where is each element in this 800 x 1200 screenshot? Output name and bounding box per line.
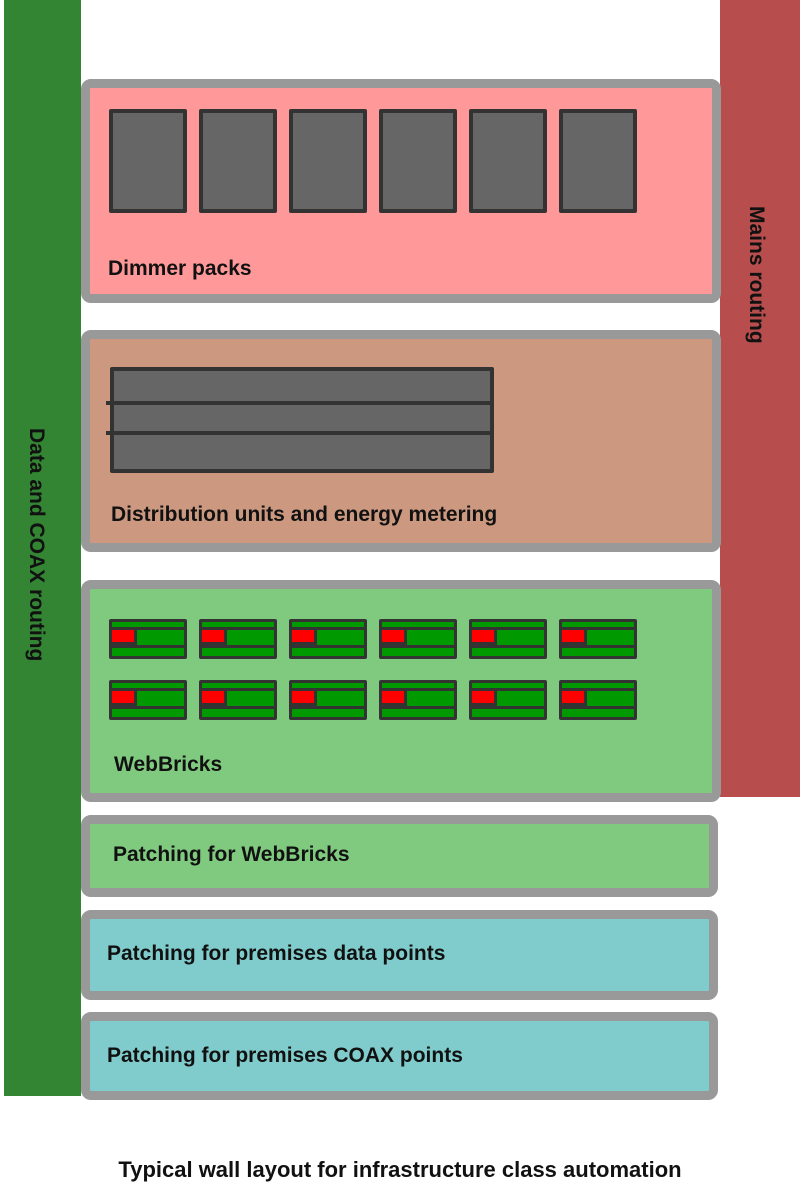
webbrick xyxy=(559,619,637,659)
webbrick xyxy=(469,619,547,659)
distribution-unit-divider xyxy=(106,431,494,435)
webbrick-top-line xyxy=(472,627,544,630)
patching-webbricks-label: Patching for WebBricks xyxy=(113,843,350,866)
webbrick xyxy=(469,680,547,720)
webbrick-status-indicator xyxy=(112,627,137,645)
dimmer-pack xyxy=(199,109,277,213)
data-coax-routing-label: Data and COAX routing xyxy=(25,428,48,662)
patching-coax-label: Patching for premises COAX points xyxy=(107,1044,463,1067)
webbrick-top-line xyxy=(202,627,274,630)
webbrick-top-line xyxy=(382,688,454,691)
webbrick-bottom-line xyxy=(382,645,454,648)
webbrick-top-line xyxy=(472,688,544,691)
patching-coax-panel xyxy=(81,1012,718,1100)
webbrick xyxy=(379,680,457,720)
dimmer-packs-label: Dimmer packs xyxy=(108,257,252,280)
dimmer-pack xyxy=(109,109,187,213)
webbrick xyxy=(199,619,277,659)
webbrick-status-indicator xyxy=(112,688,137,706)
webbrick-top-line xyxy=(562,688,634,691)
dimmer-pack xyxy=(469,109,547,213)
webbrick xyxy=(379,619,457,659)
webbrick-status-indicator xyxy=(292,627,317,645)
webbrick-bottom-line xyxy=(112,706,184,709)
webbrick-bottom-line xyxy=(382,706,454,709)
webbrick-status-indicator xyxy=(562,627,587,645)
webbrick-bottom-line xyxy=(562,645,634,648)
webbrick-status-indicator xyxy=(292,688,317,706)
dimmer-pack xyxy=(379,109,457,213)
webbrick-status-indicator xyxy=(382,627,407,645)
webbrick-status-indicator xyxy=(472,627,497,645)
webbricks-label: WebBricks xyxy=(114,753,223,776)
webbrick-bottom-line xyxy=(112,645,184,648)
diagram-caption: Typical wall layout for infrastructure c… xyxy=(118,1157,682,1182)
webbrick-top-line xyxy=(112,627,184,630)
webbrick xyxy=(289,680,367,720)
webbrick-bottom-line xyxy=(472,645,544,648)
webbrick-status-indicator xyxy=(202,688,227,706)
webbrick xyxy=(109,680,187,720)
webbrick-top-line xyxy=(382,627,454,630)
webbrick-status-indicator xyxy=(472,688,497,706)
webbrick-bottom-line xyxy=(472,706,544,709)
webbrick-bottom-line xyxy=(562,706,634,709)
dimmer-pack xyxy=(289,109,367,213)
distribution-unit-divider xyxy=(106,401,494,405)
webbrick-top-line xyxy=(292,688,364,691)
webbrick xyxy=(199,680,277,720)
webbrick-bottom-line xyxy=(292,645,364,648)
mains-routing-bar xyxy=(720,0,800,797)
patching-data-panel xyxy=(81,910,718,1000)
data-coax-routing-bar xyxy=(4,0,81,1096)
webbrick-top-line xyxy=(202,688,274,691)
mains-routing-label: Mains routing xyxy=(745,206,768,344)
distribution-label: Distribution units and energy metering xyxy=(111,503,498,526)
distribution-unit-block xyxy=(110,367,494,473)
webbrick-top-line xyxy=(562,627,634,630)
patching-data-label: Patching for premises data points xyxy=(107,942,446,965)
webbrick-top-line xyxy=(292,627,364,630)
dimmer-pack xyxy=(559,109,637,213)
webbrick-bottom-line xyxy=(292,706,364,709)
webbrick-top-line xyxy=(112,688,184,691)
webbrick xyxy=(559,680,637,720)
webbrick-status-indicator xyxy=(202,627,227,645)
webbrick-bottom-line xyxy=(202,706,274,709)
webbrick-status-indicator xyxy=(562,688,587,706)
webbrick xyxy=(109,619,187,659)
patching-webbricks-panel xyxy=(81,815,718,897)
webbrick xyxy=(289,619,367,659)
webbrick-status-indicator xyxy=(382,688,407,706)
webbrick-bottom-line xyxy=(202,645,274,648)
